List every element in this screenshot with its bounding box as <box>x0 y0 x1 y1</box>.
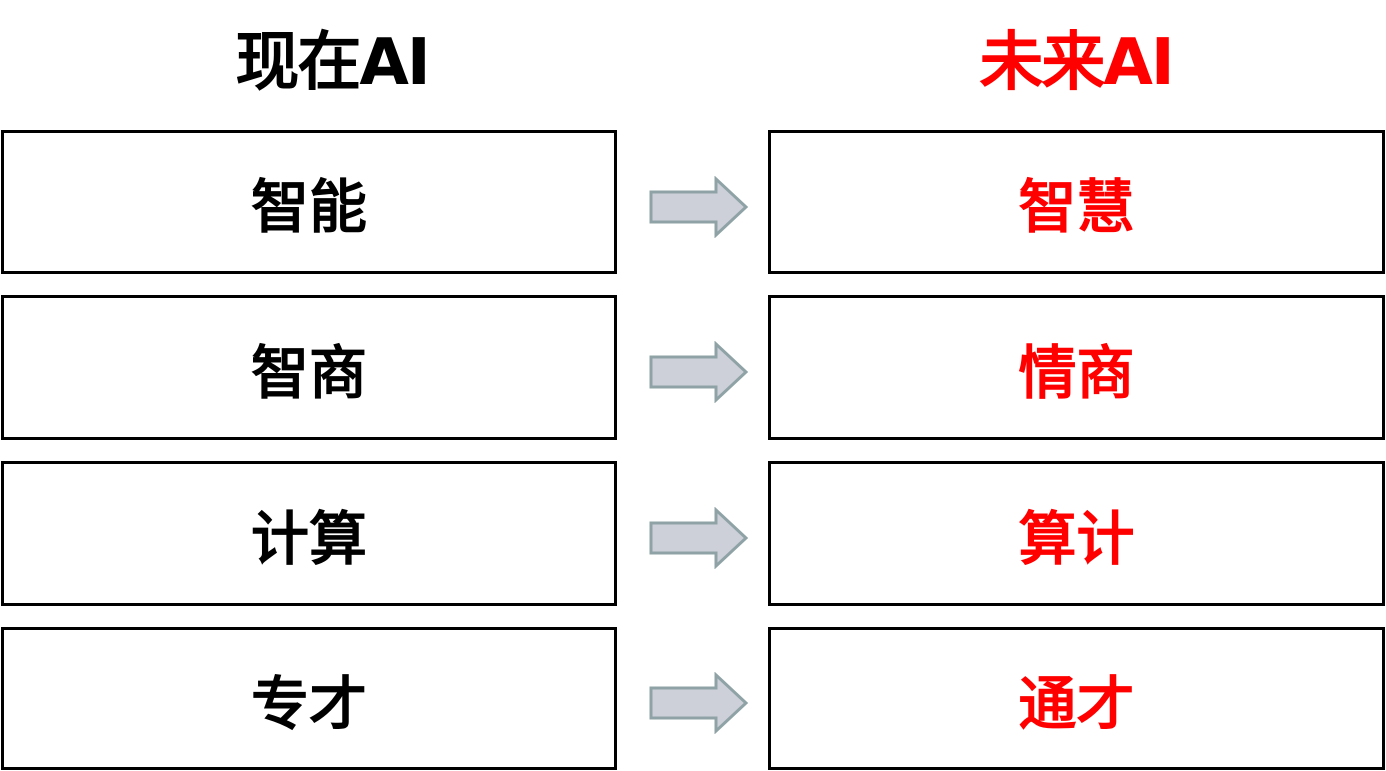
current-label-2: 智商 <box>250 338 367 407</box>
future-box-3: 算计 <box>768 461 1385 606</box>
current-label-3: 计算 <box>250 504 367 573</box>
current-box-4: 专才 <box>1 627 617 770</box>
future-label-4: 通才 <box>1018 669 1135 738</box>
right-arrow-icon <box>649 507 749 569</box>
current-box-2: 智商 <box>1 295 617 440</box>
right-arrow-icon <box>649 341 749 403</box>
future-box-4: 通才 <box>768 627 1385 770</box>
future-label-2: 情商 <box>1018 338 1135 407</box>
current-label-4: 专才 <box>250 669 367 738</box>
future-label-3: 算计 <box>1018 504 1135 573</box>
future-box-2: 情商 <box>768 295 1385 440</box>
right-arrow-icon <box>649 176 749 238</box>
current-box-3: 计算 <box>1 461 617 606</box>
future-ai-heading: 未来AI <box>979 26 1174 100</box>
current-label-1: 智能 <box>250 173 367 241</box>
future-box-1: 智慧 <box>768 130 1385 274</box>
right-arrow-icon <box>649 672 749 734</box>
current-box-1: 智能 <box>1 130 617 274</box>
future-label-1: 智慧 <box>1018 173 1135 241</box>
current-ai-heading: 现在AI <box>235 26 430 100</box>
